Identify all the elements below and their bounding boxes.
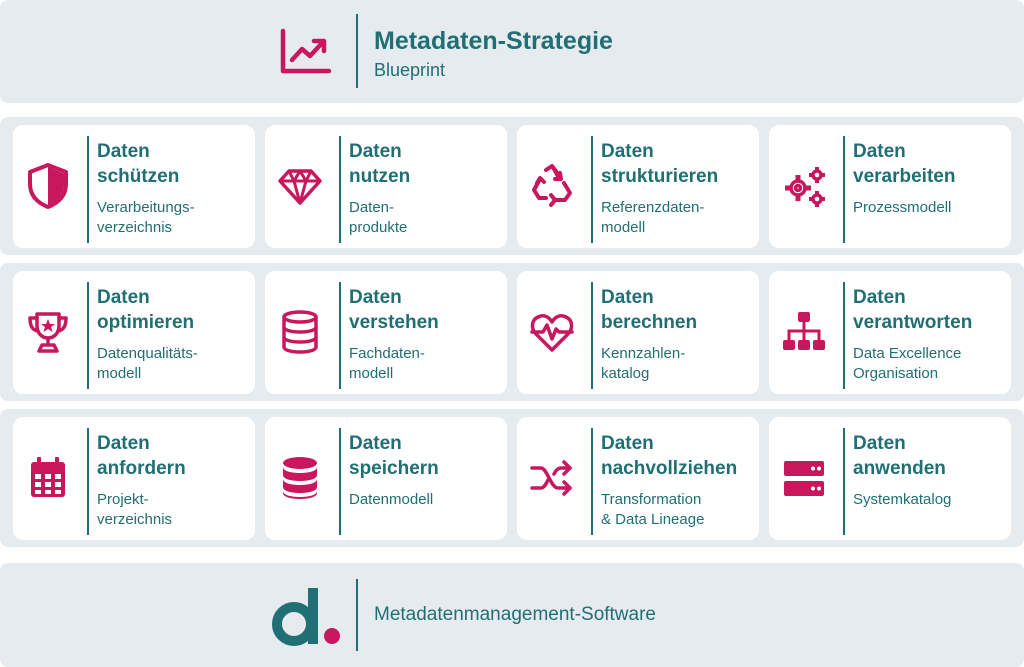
card-daten-strukturieren: Daten strukturieren Referenzdaten- model… bbox=[517, 125, 759, 248]
card-divider bbox=[591, 428, 593, 535]
gears-icon bbox=[779, 161, 829, 211]
card-subtitle: Prozessmodell bbox=[853, 199, 952, 216]
card-title: Daten schützen bbox=[97, 141, 180, 187]
card-divider bbox=[843, 282, 845, 389]
card-subtitle: Kennzahlen- katalog bbox=[601, 345, 686, 382]
card-divider bbox=[843, 136, 845, 243]
card-daten-speichern: Daten speichern Datenmodell bbox=[265, 417, 507, 540]
card-divider bbox=[87, 136, 89, 243]
footer-divider bbox=[356, 579, 358, 651]
card-divider bbox=[339, 282, 341, 389]
card-subtitle: Systemkatalog bbox=[853, 491, 952, 508]
card-subtitle: Verarbeitungs- verzeichnis bbox=[97, 199, 195, 236]
recycle-icon bbox=[527, 161, 577, 211]
card-title: Daten berechnen bbox=[601, 287, 698, 333]
header-divider bbox=[356, 14, 358, 88]
card-divider bbox=[591, 282, 593, 389]
card-subtitle: Fachdaten- modell bbox=[349, 345, 425, 382]
card-daten-nachvollziehen: Daten nachvollziehen Transformation & Da… bbox=[517, 417, 759, 540]
diamond-icon bbox=[275, 161, 325, 211]
card-divider bbox=[591, 136, 593, 243]
org-chart-icon bbox=[779, 307, 829, 357]
card-title: Daten verantworten bbox=[853, 287, 973, 333]
card-title: Daten anwenden bbox=[853, 433, 946, 479]
card-subtitle: Data Excellence Organisation bbox=[853, 345, 962, 382]
card-divider bbox=[339, 428, 341, 535]
card-title: Daten strukturieren bbox=[601, 141, 719, 187]
chart-growth-icon bbox=[279, 27, 333, 75]
card-subtitle: Transformation & Data Lineage bbox=[601, 491, 705, 528]
card-title: Daten optimieren bbox=[97, 287, 195, 333]
heart-pulse-icon bbox=[527, 307, 577, 357]
calendar-icon bbox=[23, 453, 73, 503]
card-daten-optimieren: Daten optimieren Datenqualitäts- modell bbox=[13, 271, 255, 394]
server-icon bbox=[779, 453, 829, 503]
card-daten-verarbeiten: Daten verarbeiten Prozessmodell bbox=[769, 125, 1011, 248]
trophy-icon bbox=[23, 307, 73, 357]
header-band: Metadaten-Strategie Blueprint bbox=[0, 0, 1024, 103]
database-outline-icon bbox=[275, 307, 325, 357]
card-daten-berechnen: Daten berechnen Kennzahlen- katalog bbox=[517, 271, 759, 394]
card-divider bbox=[87, 282, 89, 389]
footer-band bbox=[0, 563, 1024, 667]
card-daten-anfordern: Daten anfordern Projekt- verzeichnis bbox=[13, 417, 255, 540]
card-subtitle: Datenqualitäts- modell bbox=[97, 345, 198, 382]
card-daten-verantworten: Daten verantworten Data Excellence Organ… bbox=[769, 271, 1011, 394]
card-divider bbox=[87, 428, 89, 535]
card-subtitle: Daten- produkte bbox=[349, 199, 408, 236]
shield-icon bbox=[23, 161, 73, 211]
card-subtitle: Projekt- verzeichnis bbox=[97, 491, 173, 528]
card-daten-nutzen: Daten nutzen Daten- produkte bbox=[265, 125, 507, 248]
card-title: Daten verstehen bbox=[349, 287, 439, 333]
d-logo bbox=[272, 588, 344, 648]
card-title: Daten speichern bbox=[349, 433, 439, 479]
card-subtitle: Referenzdaten- modell bbox=[601, 199, 705, 236]
card-title: Daten nutzen bbox=[349, 141, 411, 187]
card-divider bbox=[843, 428, 845, 535]
footer-text: Metadatenmanagement-Software bbox=[374, 604, 656, 625]
card-daten-schuetzen: Daten schützen Verarbeitungs- verzeichni… bbox=[13, 125, 255, 248]
page-subtitle: Blueprint bbox=[374, 60, 446, 80]
card-title: Daten verarbeiten bbox=[853, 141, 956, 187]
card-title: Daten nachvollziehen bbox=[601, 433, 738, 479]
database-solid-icon bbox=[275, 453, 325, 503]
shuffle-icon bbox=[527, 453, 577, 503]
card-subtitle: Datenmodell bbox=[349, 491, 434, 508]
card-divider bbox=[339, 136, 341, 243]
card-title: Daten anfordern bbox=[97, 433, 186, 479]
card-daten-anwenden: Daten anwenden Systemkatalog bbox=[769, 417, 1011, 540]
page-title: Metadaten-Strategie bbox=[374, 27, 613, 55]
card-daten-verstehen: Daten verstehen Fachdaten- modell bbox=[265, 271, 507, 394]
